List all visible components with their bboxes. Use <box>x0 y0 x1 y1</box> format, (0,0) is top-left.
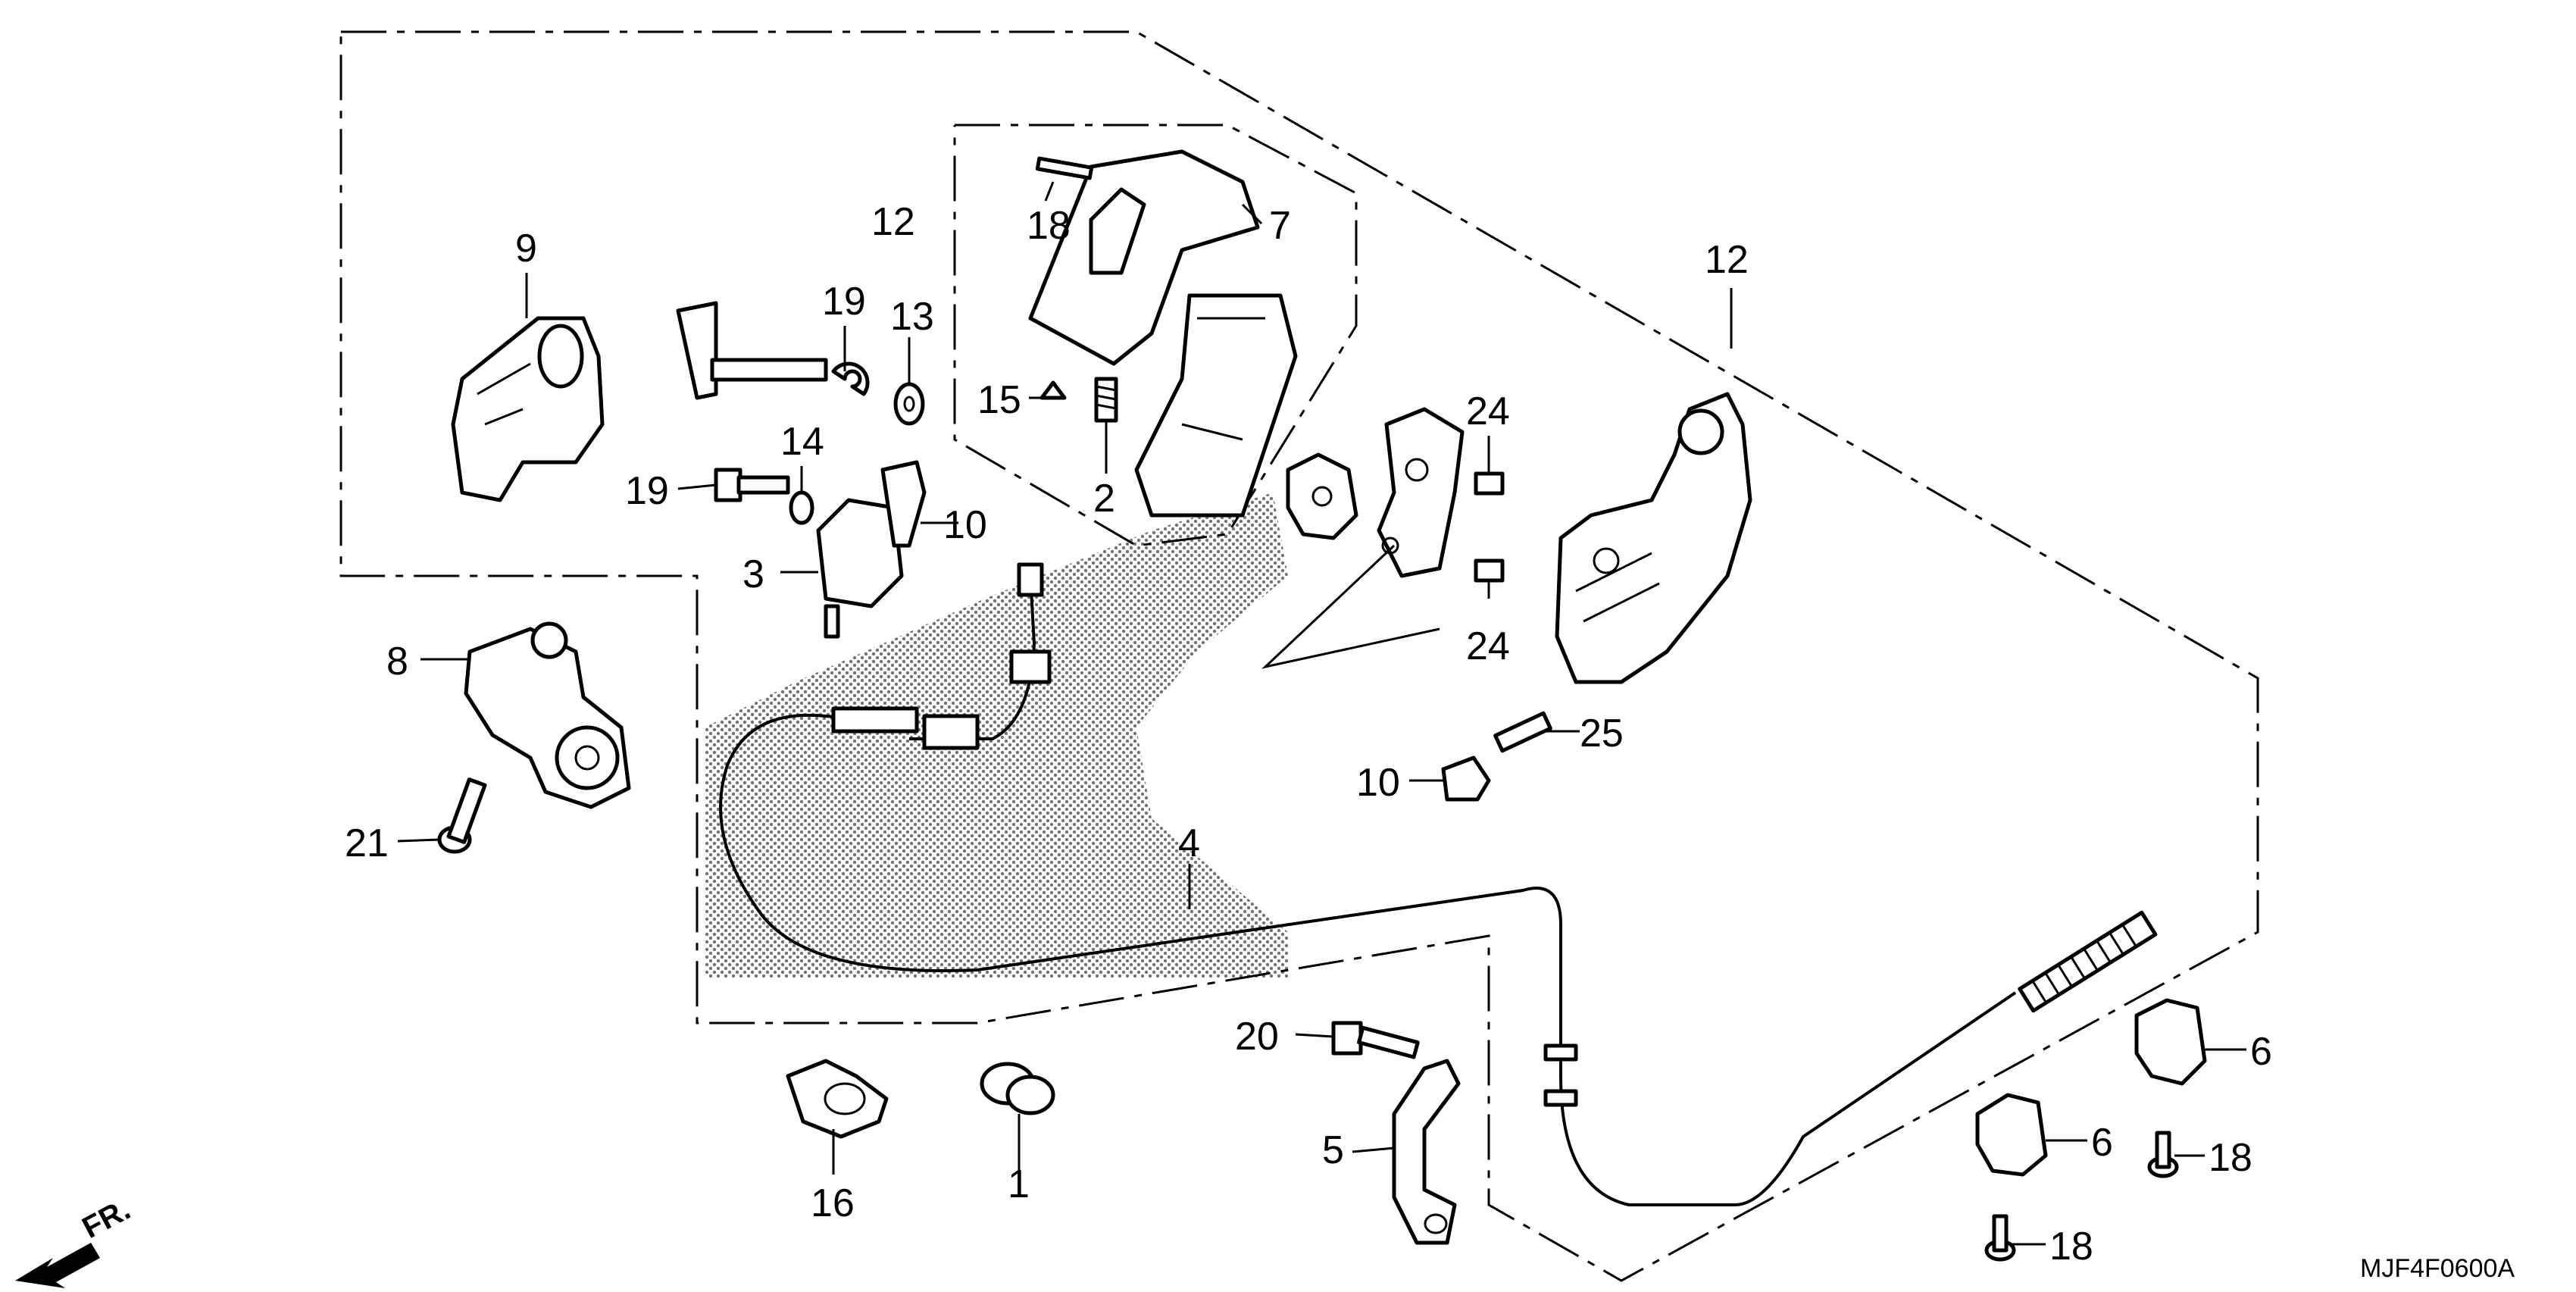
part-17-cap <box>1039 380 1067 400</box>
part-2-spring <box>1094 377 1118 423</box>
callout-8: 9 <box>515 227 537 271</box>
part-8-handle-cover <box>451 316 605 502</box>
part-22-bolt <box>1331 1021 1420 1059</box>
callout-12: 12 <box>1705 238 1749 282</box>
part-20-pin <box>1035 156 1094 180</box>
part-lever-pin <box>676 301 828 400</box>
part-3-switch <box>816 498 904 639</box>
part-10-spring-plate <box>880 460 927 548</box>
callout-labels: 9 12 18 7 19 13 15 14 19 2 10 3 8 21 24 … <box>345 200 2272 1269</box>
callout-18-upper: 18 <box>2209 1136 2252 1180</box>
part-24-spring-lower <box>1474 558 1505 583</box>
callout-9: 7 <box>1269 204 1291 248</box>
part-14-washer <box>893 382 925 426</box>
callout-22: 20 <box>1235 1015 1279 1059</box>
callout-20: 18 <box>1027 204 1071 248</box>
part-gear <box>1286 452 1358 540</box>
callout-13: 12 <box>871 200 915 244</box>
part-24-spring-upper <box>1474 471 1505 496</box>
part-19-bolt <box>714 468 790 502</box>
drawing-code: MJF4F0600A <box>2360 1254 2515 1283</box>
callout-24-upper: 24 <box>1466 389 1510 433</box>
boundary-12 <box>339 30 2259 1282</box>
callout-21: 19 <box>822 280 866 324</box>
callout-3: 3 <box>742 552 764 596</box>
callout-24-lower: 24 <box>1466 624 1510 668</box>
callout-1: 1 <box>1008 1162 1030 1206</box>
cable-boot <box>2018 910 2158 1013</box>
callout-14: 13 <box>890 295 934 339</box>
callout-6-lower: 6 <box>2091 1121 2113 1165</box>
part-4-cable <box>719 562 2158 1206</box>
callout-2: 2 <box>1093 477 1115 521</box>
part-7-bracket <box>464 621 631 809</box>
part-9-lever <box>1028 149 1260 366</box>
front-direction-arrow: FR. <box>15 1193 136 1288</box>
part-2-handle-base <box>1134 293 1298 518</box>
part-16-clamp <box>786 1059 889 1139</box>
part-6-clamp-upper <box>2134 998 2207 1086</box>
callout-7: 8 <box>386 640 408 684</box>
callout-6-upper: 6 <box>2250 1030 2272 1074</box>
part-5-bracket <box>1392 1059 1461 1245</box>
part-12-latch <box>1555 392 1752 684</box>
part-6-clamp-lower <box>1975 1093 2048 1177</box>
part-21-clip <box>831 361 870 396</box>
callout-16: 16 <box>811 1181 855 1225</box>
part-11-clip <box>1441 755 1491 802</box>
boundary-13 <box>953 124 1358 547</box>
callout-17: 15 <box>977 378 1021 422</box>
callout-10: 10 <box>943 503 987 547</box>
callout-18-lower: 18 <box>2049 1225 2093 1269</box>
part-1-clip <box>980 1062 1055 1115</box>
callout-25: 25 <box>1580 712 1624 755</box>
leader-lines <box>397 181 2246 1246</box>
front-label: FR. <box>77 1193 136 1245</box>
part-actuator <box>1377 407 1465 578</box>
callout-11: 10 <box>1356 761 1400 805</box>
leader-actuator <box>1261 544 1440 669</box>
part-18-screw-lower <box>1984 1214 2016 1262</box>
callout-5: 5 <box>1322 1128 1344 1172</box>
callout-4: 4 <box>1178 821 1200 865</box>
callout-19: 19 <box>625 469 669 513</box>
part-23-bolt <box>437 777 487 854</box>
callout-15: 14 <box>780 420 824 464</box>
part-25-pin <box>1493 711 1552 753</box>
part-15-washer <box>789 490 814 525</box>
callout-23: 21 <box>345 821 389 865</box>
part-18-screw-upper <box>2147 1131 2179 1178</box>
